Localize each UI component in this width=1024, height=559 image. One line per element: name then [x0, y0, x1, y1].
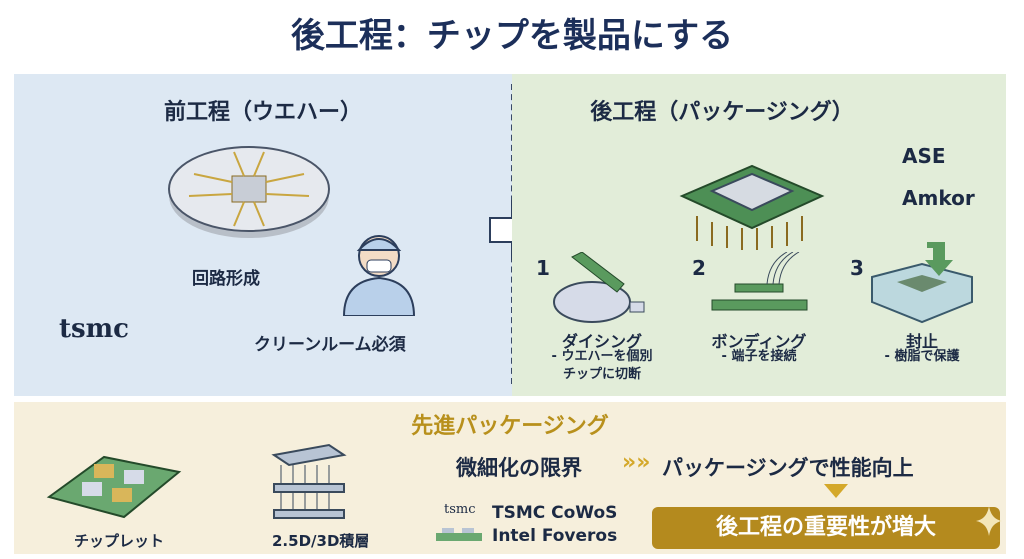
front-end-panel: 前工程（ウエハー） 回路形成 tsmc クリーンルーム必須	[14, 74, 512, 396]
stack-label: 2.5D/3D積層	[272, 532, 370, 550]
result-banner: 後工程の重要性が増大	[652, 507, 1000, 549]
chiplet-icon	[46, 455, 182, 519]
advanced-packaging-heading: 先進パッケージング	[411, 414, 609, 439]
bonding-icon	[711, 252, 808, 311]
dicing-title: ダイシング	[561, 332, 642, 351]
front-end-heading: 前工程（ウエハー）	[163, 100, 362, 125]
scaling-limit-label: 微細化の限界	[456, 456, 582, 480]
3d-stack-icon	[271, 443, 347, 519]
back-end-heading: 後工程（パッケージング）	[590, 100, 854, 125]
dicing-desc-line1: - ウエハーを個別	[551, 349, 653, 364]
bonding-title: ボンディング	[711, 332, 807, 351]
package-substrate-icon	[436, 528, 482, 541]
tsmc-logo: tsmc	[59, 314, 129, 344]
chevrons-icon: »»	[622, 450, 651, 475]
tsmc-small-logo: tsmc	[444, 502, 476, 517]
cpu-package-icon	[679, 164, 825, 250]
cleanroom-worker-icon	[342, 235, 416, 316]
dicing-saw-icon	[553, 252, 645, 323]
cleanroom-label: クリーンルーム必須	[254, 335, 406, 355]
page-title: 後工程：チップを製品にする	[290, 16, 734, 56]
back-end-panel: 後工程（パッケージング） ASE Amkor 1 ダイシング - ウエハーを個別…	[512, 74, 1006, 396]
bonding-desc: - 端子を接続	[721, 349, 797, 364]
down-arrow-icon	[824, 484, 848, 498]
intel-foveros-label: Intel Foveros	[492, 526, 618, 546]
step-number: 3	[850, 256, 864, 280]
sparkle-icon	[976, 506, 1002, 536]
amkor-logo: Amkor	[902, 186, 975, 210]
advanced-packaging-panel: 先進パッケージング チップレット 2.5D/3D積層 微細化の限界 »» パッケ…	[14, 402, 1006, 554]
tsmc-cowos-label: TSMC CoWoS	[492, 503, 618, 523]
circuit-formation-label: 回路形成	[192, 269, 260, 289]
step-number: 2	[692, 256, 706, 280]
ase-logo: ASE	[902, 144, 946, 168]
encapsulation-title: 封止	[905, 332, 938, 351]
dicing-desc-line2: チップに切断	[562, 367, 641, 382]
performance-label: パッケージングで性能向上	[662, 456, 914, 480]
encapsulation-desc: - 樹脂で保護	[884, 349, 960, 364]
wafer-icon	[168, 146, 330, 238]
chiplet-label: チップレット	[74, 532, 165, 550]
encapsulation-icon	[871, 242, 973, 324]
step-number: 1	[536, 256, 550, 280]
dicing-desc: - ウエハーを個別チップに切断	[532, 348, 672, 384]
